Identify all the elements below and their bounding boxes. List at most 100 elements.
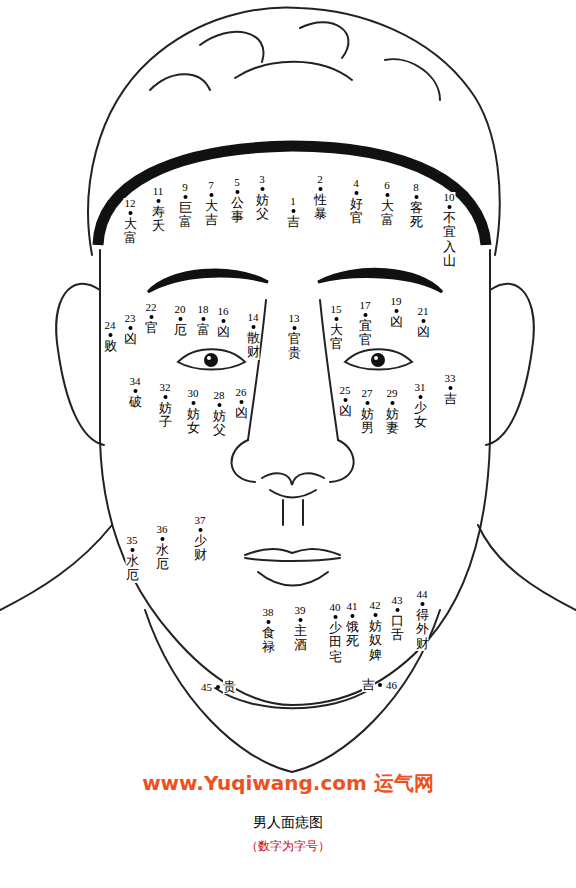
meaning-text: 妨奴婢 (369, 619, 382, 662)
meaning-text: 凶 (390, 315, 403, 329)
mole-dot (334, 317, 338, 321)
callout-number: 38 (262, 607, 275, 618)
mole-dot (191, 401, 195, 405)
meaning-text: 凶 (417, 325, 430, 339)
mole-point: 35水厄 (126, 535, 139, 583)
callout-number: 45 (200, 682, 213, 693)
mole-point: 6大富 (381, 180, 394, 228)
mole-point: 42 妨奴婢 (369, 600, 382, 662)
mole-dot (414, 195, 418, 199)
mole-point: 36水厄 (156, 524, 169, 572)
mole-dot (156, 199, 160, 203)
meaning-text: 性暴 (314, 193, 327, 222)
mole-dot (133, 389, 137, 393)
mole-dot (291, 209, 295, 213)
mole-point: 15 大官 (330, 304, 343, 352)
callout-number: 3 (258, 174, 266, 185)
mole-dot (260, 187, 264, 191)
mole-dot (365, 401, 369, 405)
mole-point: 18富 (197, 304, 210, 337)
callout-number: 32 (159, 382, 172, 393)
callout-number: 34 (129, 376, 142, 387)
mole-dot (343, 398, 347, 402)
meaning-text: 不宜入山 (443, 211, 456, 268)
mole-point: 17 宜官 (359, 300, 372, 348)
mole-dot (108, 333, 112, 337)
meaning-text: 散财 (247, 331, 260, 360)
callout-number: 16 (217, 306, 230, 317)
mole-point: 3妨父 (256, 174, 269, 222)
mole-dot (251, 325, 255, 329)
mole-point: 16 凶 (217, 306, 230, 339)
mole-dot (390, 401, 394, 405)
meaning-text: 巨富 (179, 201, 192, 230)
meaning-text: 水厄 (126, 554, 139, 583)
meaning-text: 大富 (124, 217, 137, 246)
mole-point: 46吉 (362, 678, 398, 692)
mole-point: 2性暴 (314, 174, 327, 222)
mole-dot (128, 326, 132, 330)
meaning-text: 吉 (287, 215, 300, 229)
callout-number: 9 (181, 182, 189, 193)
mole-point: 33吉 (444, 373, 457, 406)
mole-dot (318, 187, 322, 191)
mole-point: 43口舌 (391, 595, 404, 643)
callout-number: 17 (359, 300, 372, 311)
callout-number: 6 (383, 180, 391, 191)
mole-point: 32妨子 (159, 382, 172, 430)
callout-number: 11 (152, 186, 165, 197)
mole-dot (198, 528, 202, 532)
mole-dot (163, 395, 167, 399)
meaning-text: 口舌 (391, 614, 404, 643)
mole-point: 19 凶 (390, 296, 403, 329)
callout-number: 30 (187, 388, 200, 399)
mole-dot (385, 193, 389, 197)
mole-point: 29妨妻 (386, 388, 399, 436)
mole-dot (298, 618, 302, 622)
meaning-text: 吉 (444, 392, 457, 406)
meaning-text: 好官 (350, 197, 363, 226)
meaning-text: 宜官 (359, 319, 372, 348)
callout-number: 27 (361, 388, 374, 399)
callout-number: 22 (145, 302, 158, 313)
callout-number: 39 (294, 605, 307, 616)
callout-number: 29 (386, 388, 399, 399)
mole-dot (266, 620, 270, 624)
meaning-text: 食禄 (262, 626, 275, 655)
callout-number: 25 (339, 385, 352, 396)
meaning-text: 少田宅 (329, 621, 342, 664)
mole-dot (394, 309, 398, 313)
mole-dot (201, 317, 205, 321)
meaning-text: 妨女 (187, 407, 200, 436)
mole-dot (350, 614, 354, 618)
mole-dot (420, 602, 424, 606)
mole-dot (239, 400, 243, 404)
callout-number: 36 (156, 524, 169, 535)
mole-point: 12大富 (124, 198, 137, 246)
mole-point: 28妨父 (213, 390, 226, 438)
mole-dot (448, 386, 452, 390)
meaning-text: 凶 (124, 332, 137, 346)
mole-point: 10不宜入山 (443, 192, 456, 268)
callout-number: 28 (213, 390, 226, 401)
mole-point: 39主酒 (294, 605, 307, 653)
callout-number: 40 (329, 602, 342, 613)
meaning-text: 大官 (330, 323, 343, 352)
callout-number: 26 (235, 387, 248, 398)
meaning-text: 客死 (410, 201, 423, 230)
mole-point: 27妨男 (361, 388, 374, 436)
mole-point: 31少女 (414, 382, 427, 430)
meaning-text: 少女 (414, 401, 427, 430)
meaning-text: 破 (129, 395, 142, 409)
callout-number: 19 (390, 296, 403, 307)
meaning-text: 凶 (217, 325, 230, 339)
mole-dot (418, 395, 422, 399)
mole-point: 4好官 (350, 178, 363, 226)
callout-number: 42 (369, 600, 382, 611)
callout-number: 44 (416, 589, 429, 600)
mole-point: 40 少田宅 (329, 602, 342, 664)
callout-number: 15 (330, 304, 343, 315)
callout-number: 23 (124, 313, 137, 324)
callout-number: 18 (197, 304, 210, 315)
mole-dot (183, 195, 187, 199)
